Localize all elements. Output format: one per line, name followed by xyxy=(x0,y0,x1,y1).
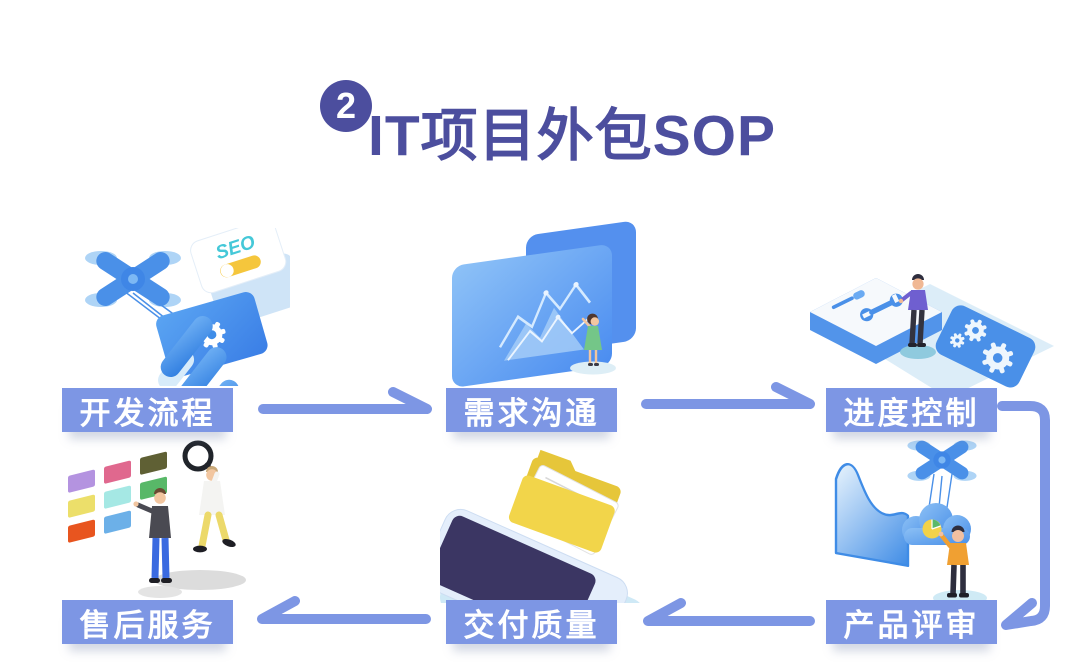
product-review-illustration xyxy=(834,440,987,604)
requirements-communication-illustration xyxy=(452,221,636,387)
after-sales-service-illustration xyxy=(68,440,246,598)
phone-illustration xyxy=(440,508,628,603)
ground-shadow xyxy=(154,570,246,590)
drone-icon xyxy=(907,440,977,481)
bar-chart-shapes xyxy=(158,316,240,386)
line-chart xyxy=(498,281,592,361)
flow-node-after-sales-service: 售后服务 xyxy=(62,600,233,644)
flow-node-product-review: 产品评审 xyxy=(826,600,997,644)
folder-icon xyxy=(508,449,621,555)
color-tiles xyxy=(68,451,167,543)
flow-node-development-process: 开发流程 xyxy=(62,388,233,432)
pie-chart-icon xyxy=(922,519,942,539)
arrow-req-to-prog xyxy=(641,382,815,409)
progress-control-illustration xyxy=(810,274,1054,392)
person-customer xyxy=(133,488,172,583)
screwdriver-icon xyxy=(831,290,865,310)
arrow-deliver-to-service xyxy=(257,596,431,624)
flow-node-progress-control: 进度控制 xyxy=(826,388,997,432)
person-technician xyxy=(898,274,936,359)
person-inspector xyxy=(182,440,236,553)
wrench-icon xyxy=(860,293,903,322)
area-chart xyxy=(834,463,910,567)
step-number-badge: 2 xyxy=(320,80,372,132)
gears-panel xyxy=(935,305,1036,388)
flow-node-delivery-quality: 交付质量 xyxy=(446,600,617,644)
flow-node-requirements-communication: 需求沟通 xyxy=(446,388,617,432)
person-presenter xyxy=(570,313,616,375)
development-process-illustration: SEO xyxy=(85,228,290,386)
delivery-quality-illustration xyxy=(440,449,646,603)
arrow-dev-to-req xyxy=(258,387,432,414)
gear-icon xyxy=(950,319,1014,374)
person-reviewer xyxy=(933,525,987,604)
arrow-review-to-deliver xyxy=(643,598,815,626)
drone-icon xyxy=(85,251,181,307)
ground-shadow-small xyxy=(138,586,182,598)
page-title: IT项目外包SOP xyxy=(368,104,777,168)
